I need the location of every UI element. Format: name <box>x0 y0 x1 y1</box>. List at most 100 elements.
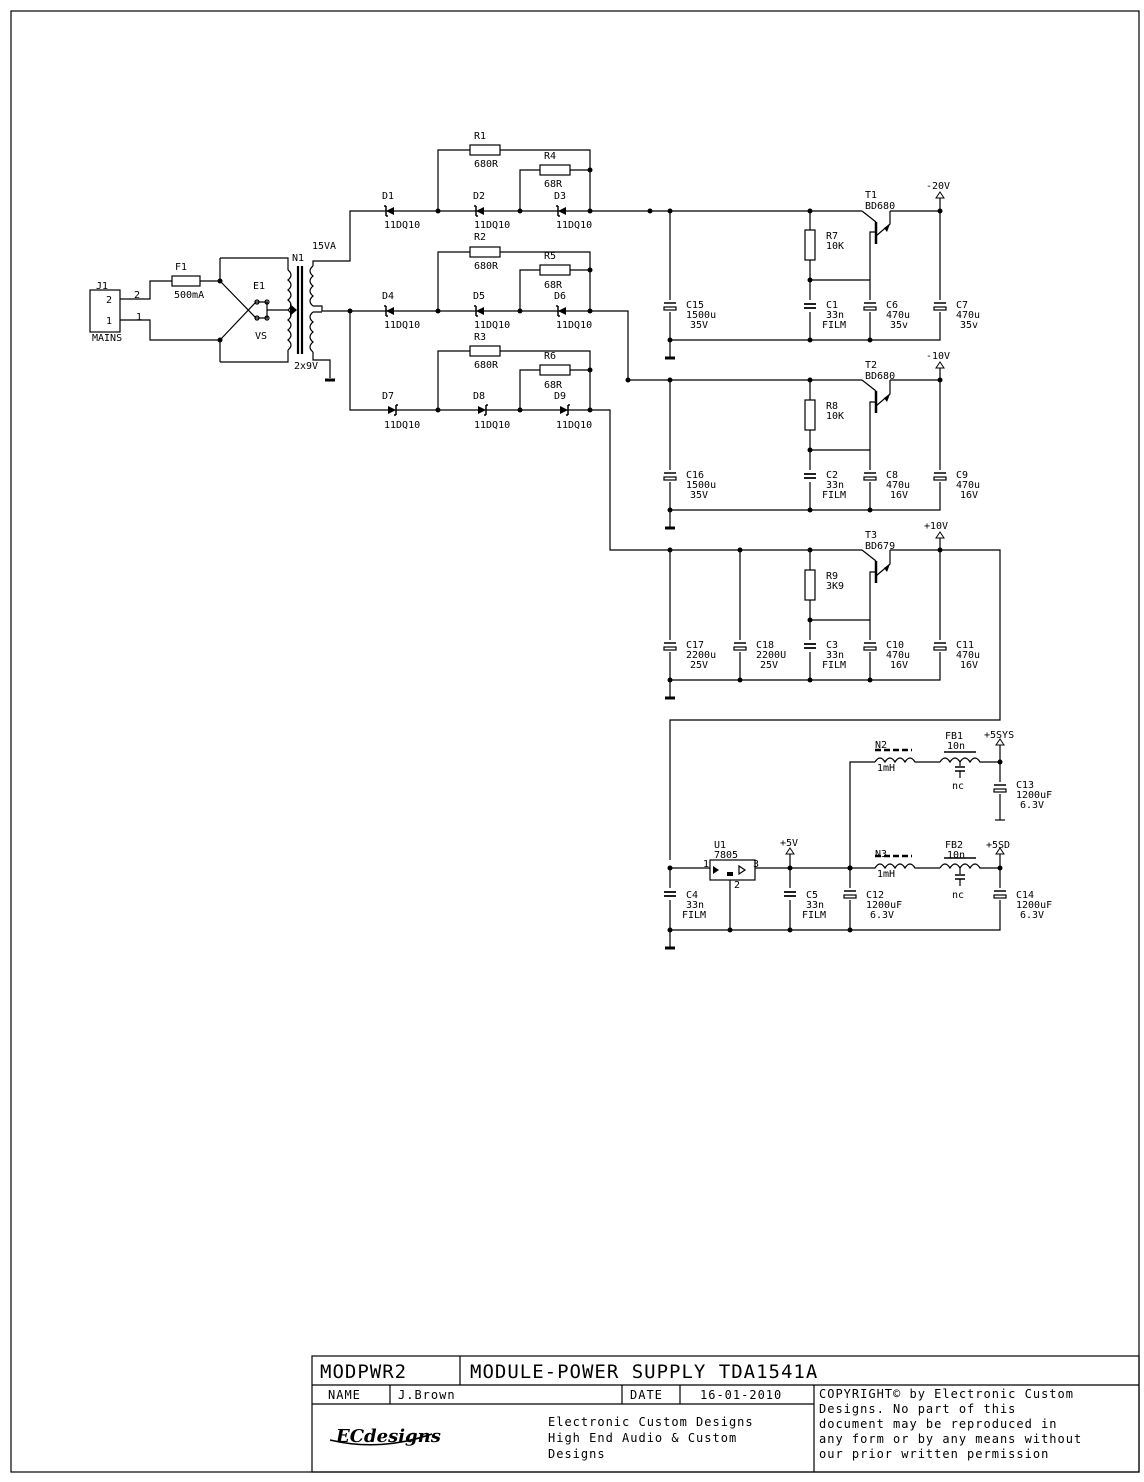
c18-value: 2200U <box>756 650 786 661</box>
n2-value: 1mH <box>877 763 895 774</box>
t3-value: BD679 <box>865 541 895 552</box>
c8-label: C8 <box>886 470 898 481</box>
c14-value: 1200uF <box>1016 900 1052 911</box>
fb1-value: 10n <box>947 741 965 752</box>
date-value: 16-01-2010 <box>700 1388 782 1402</box>
d6-value: 11DQ10 <box>556 320 592 331</box>
j1-net2-label: 2 <box>134 290 140 301</box>
fuse-f1: F1 500mA <box>171 262 204 301</box>
u1-pin1: 1 <box>703 859 709 870</box>
rectifier-row-3: R3 680R R6 68R D7 D8 D9 11DQ10 11DQ10 11… <box>378 332 650 551</box>
rail-plus-5v-label: +5V <box>780 838 798 849</box>
c5-type: FILM <box>802 910 826 921</box>
fb2-value: 10n <box>947 850 965 861</box>
c16-voltage: 35V <box>690 490 708 501</box>
r9-label: R9 <box>826 571 838 582</box>
t2-value: BD680 <box>865 371 895 382</box>
c12-voltage: 6.3V <box>870 910 894 921</box>
c2-label: C2 <box>826 470 838 481</box>
n1-label: N1 <box>292 253 304 264</box>
d5-label: D5 <box>473 291 485 302</box>
u1-label: U1 <box>714 840 726 851</box>
c3-type: FILM <box>822 660 846 671</box>
d7-value: 11DQ10 <box>384 420 420 431</box>
c8-value: 470u <box>886 480 910 491</box>
d2-label: D2 <box>473 191 485 202</box>
ecdesigns-logo: ECdesigns <box>329 1426 441 1447</box>
c4-label: C4 <box>686 890 698 901</box>
d4-label: D4 <box>382 291 394 302</box>
c17-value: 2200u <box>686 650 716 661</box>
d9-label: D9 <box>554 391 566 402</box>
c18-label: C18 <box>756 640 774 651</box>
doc-id: MODPWR2 <box>320 1361 407 1383</box>
fb2-label: FB2 <box>945 840 963 851</box>
r6-value: 68R <box>544 380 563 391</box>
n1-va-label: 15VA <box>312 241 336 252</box>
c10-label: C10 <box>886 640 904 651</box>
name-label: NAME <box>328 1388 361 1402</box>
r8-label: R8 <box>826 401 838 412</box>
copyright-line-4: any form or by any means without <box>819 1432 1082 1446</box>
c13-voltage: 6.3V <box>1020 800 1044 811</box>
c14-voltage: 6.3V <box>1020 910 1044 921</box>
copyright-line-1: COPYRIGHT© by Electronic Custom <box>819 1387 1074 1401</box>
rail-plus-10v-label: +10V <box>924 521 948 532</box>
c7-voltage: 35v <box>960 320 978 331</box>
c15-label: C15 <box>686 300 704 311</box>
fb1-label: FB1 <box>945 731 963 742</box>
t3-label: T3 <box>865 530 877 541</box>
r4-label: R4 <box>544 151 556 162</box>
d7-label: D7 <box>382 391 394 402</box>
copyright-line-2: Designs. No part of this <box>819 1402 1016 1416</box>
c12-value: 1200uF <box>866 900 902 911</box>
c2-type: FILM <box>822 490 846 501</box>
n2-label: N2 <box>875 740 887 751</box>
r9-value: 3K9 <box>826 581 844 592</box>
e1-value: VS <box>255 331 267 342</box>
u1-value: 7805 <box>714 850 738 861</box>
c6-value: 470u <box>886 310 910 321</box>
c16-label: C16 <box>686 470 704 481</box>
r6-label: R6 <box>544 351 556 362</box>
u1-pin3: 3 <box>753 859 759 870</box>
d3-label: D3 <box>554 191 566 202</box>
j1-name-label: MAINS <box>92 333 122 344</box>
c2-value: 33n <box>826 480 844 491</box>
rail-minus-20v-label: -20V <box>926 181 950 192</box>
rail-5sys-label: +5SYS <box>984 730 1014 741</box>
r3-value: 680R <box>474 360 499 371</box>
d3-value: 11DQ10 <box>556 220 592 231</box>
d2-value: 11DQ10 <box>474 220 510 231</box>
copyright-line-3: document may be reproduced in <box>819 1417 1058 1431</box>
c8-voltage: 16V <box>890 490 908 501</box>
c14-label: C14 <box>1016 890 1034 901</box>
c15-value: 1500u <box>686 310 716 321</box>
mains-connector-j1: J1 2 1 MAINS 1 2 <box>89 281 142 344</box>
c16-value: 1500u <box>686 480 716 491</box>
r5-label: R5 <box>544 251 556 262</box>
c1-label: C1 <box>826 300 838 311</box>
name-value: J.Brown <box>398 1388 456 1402</box>
n1-secondary-label: 2x9V <box>294 361 318 372</box>
d8-label: D8 <box>473 391 485 402</box>
rail-minus-10v-label: -10V <box>926 351 950 362</box>
regulator-stage-5v: U1 7805 1 2 3 +5V C4 33n FILM C5 33n FIL… <box>663 730 1052 950</box>
c9-voltage: 16V <box>960 490 978 501</box>
d8-value: 11DQ10 <box>474 420 510 431</box>
t1-value: BD680 <box>865 201 895 212</box>
c3-value: 33n <box>826 650 844 661</box>
c11-label: C11 <box>956 640 974 651</box>
j1-net1-label: 1 <box>136 312 142 323</box>
copyright-line-5: our prior written permission <box>819 1447 1049 1461</box>
r8-value: 10K <box>826 411 844 422</box>
rectifier-row-1: R1 680R R4 68R D1 D2 D3 11DQ10 11DQ10 11… <box>378 131 653 231</box>
c1-type: FILM <box>822 320 846 331</box>
r1-label: R1 <box>474 131 486 142</box>
r7-label: R7 <box>826 231 838 242</box>
c5-label: C5 <box>806 890 818 901</box>
doc-title: MODULE-POWER SUPPLY TDA1541A <box>470 1361 818 1383</box>
rectifier-row-2: R2 680R R5 68R D4 D5 D6 11DQ10 11DQ10 11… <box>378 232 650 383</box>
r3-label: R3 <box>474 332 486 343</box>
